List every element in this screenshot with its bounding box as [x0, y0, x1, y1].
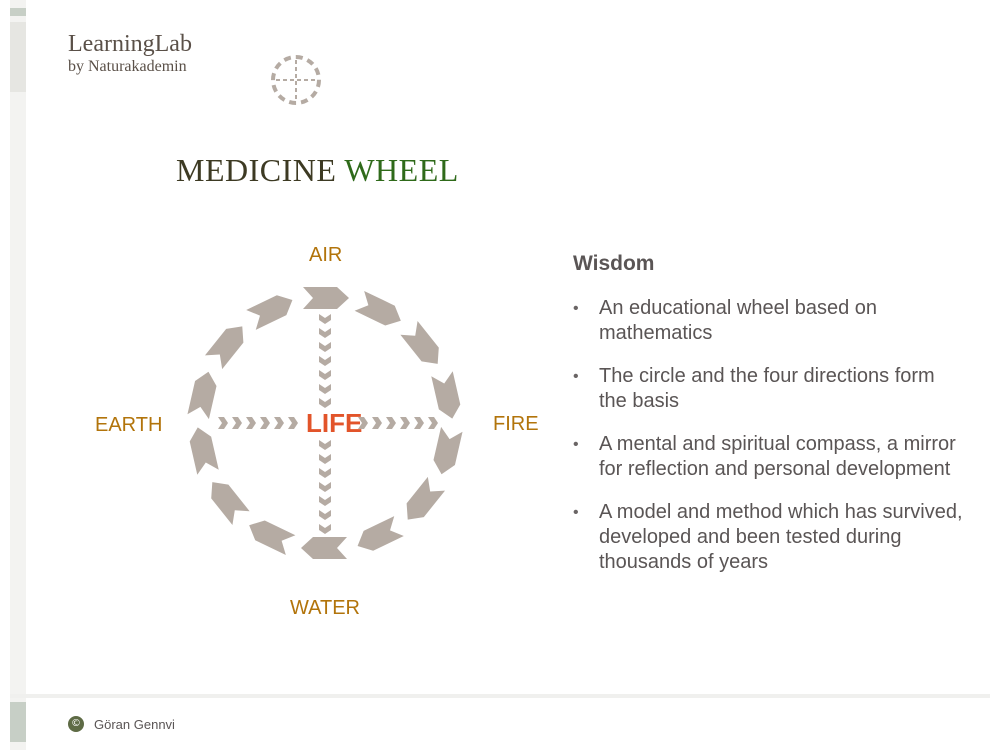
logo: LearningLab by Naturakademin: [68, 30, 321, 105]
center-life-label: LIFE: [306, 408, 363, 438]
logo-subtitle: by Naturakademin: [68, 58, 187, 75]
ring-arrow: [400, 321, 439, 364]
copyright-icon: ©: [68, 716, 84, 732]
direction-west-label: EARTH: [95, 414, 163, 436]
cross-arrow: [319, 314, 331, 324]
cross-arrow: [428, 417, 438, 429]
cross-arrow: [319, 482, 331, 492]
cross-arrow: [319, 454, 331, 464]
cross-arrow: [386, 417, 396, 429]
bullet-icon: •: [573, 368, 579, 385]
list-item: • A mental and spiritual compass, a mirro…: [573, 432, 963, 482]
direction-south-label: WATER: [290, 597, 360, 619]
cross-arrow: [274, 417, 284, 429]
cross-arrow: [319, 440, 331, 450]
ring-arrow: [187, 371, 217, 420]
wheel-cross-arrows: [218, 314, 438, 534]
direction-north-label: AIR: [309, 244, 343, 266]
ring-arrow: [211, 482, 250, 525]
left-decor-strip: [10, 0, 26, 750]
cross-arrow: [218, 417, 228, 429]
cross-arrow: [260, 417, 270, 429]
cross-arrow: [319, 510, 331, 520]
ring-arrow: [406, 476, 446, 520]
title-word-wheel: WHEEL: [344, 152, 459, 188]
cross-arrow: [319, 468, 331, 478]
bullet-text: A model and method which has survived, d…: [599, 501, 963, 573]
ring-arrow: [357, 516, 404, 551]
bullet-text: An educational wheel based on mathematic…: [599, 297, 877, 344]
ring-arrow: [354, 290, 401, 326]
direction-east-label: FIRE: [493, 413, 539, 435]
ring-arrow: [431, 371, 461, 419]
ring-arrow: [301, 537, 347, 559]
cross-arrow: [319, 342, 331, 352]
cross-arrow: [319, 384, 331, 394]
ring-arrow: [249, 520, 296, 556]
page-title: MEDICINE WHEEL: [176, 152, 459, 189]
list-item: • A model and method which has survived, …: [573, 500, 963, 575]
ring-arrow: [204, 326, 244, 370]
bullet-icon: •: [573, 300, 579, 317]
bullet-icon: •: [573, 436, 579, 453]
cross-arrow: [319, 496, 331, 506]
left-decor-block-top: [10, 22, 26, 92]
ring-arrow: [189, 427, 219, 475]
left-decor-block-bottom: [10, 702, 26, 742]
footer-author: Göran Gennvi: [94, 716, 175, 732]
logo-title: LearningLab: [68, 31, 192, 57]
list-item: • An educational wheel based on mathemati…: [573, 296, 963, 346]
cross-arrow: [319, 328, 331, 338]
title-word-medicine: MEDICINE: [176, 152, 337, 188]
bullet-text: A mental and spiritual compass, a mirror…: [599, 433, 956, 480]
bullet-list: • An educational wheel based on mathemati…: [573, 296, 963, 593]
wheel-graphic: [187, 287, 463, 559]
cross-arrow: [400, 417, 410, 429]
cross-arrow: [319, 398, 331, 408]
ring-arrow: [246, 295, 293, 330]
cross-arrow: [288, 417, 298, 429]
medicine-wheel-diagram: AIR FIRE WATER EARTH LIFE: [70, 230, 540, 630]
bullet-text: The circle and the four directions form …: [599, 365, 935, 412]
list-item: • The circle and the four directions form…: [573, 364, 963, 414]
bullet-icon: •: [573, 504, 579, 521]
ring-arrow: [303, 287, 349, 309]
cross-arrow: [319, 356, 331, 366]
dashed-circle-cross-icon: [271, 55, 321, 105]
cross-arrow: [246, 417, 256, 429]
cross-arrow: [319, 524, 331, 534]
cross-arrow: [358, 417, 368, 429]
cross-arrow: [414, 417, 424, 429]
cross-arrow: [232, 417, 242, 429]
cross-arrow: [319, 370, 331, 380]
footer: © Göran Gennvi: [68, 716, 175, 732]
ring-arrow: [433, 426, 463, 475]
cross-arrow: [372, 417, 382, 429]
section-heading: Wisdom: [573, 252, 655, 275]
left-accent-top: [10, 8, 26, 16]
wheel-ring-arrows: [187, 287, 463, 559]
footer-divider: [10, 694, 990, 698]
